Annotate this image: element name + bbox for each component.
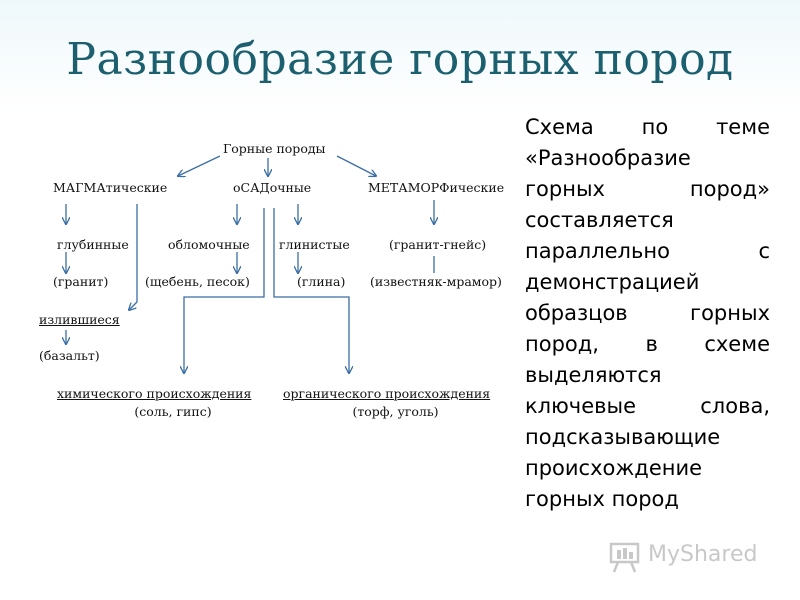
node-chemical: химического происхождения [57,386,252,401]
slide-title: Разнообразие горных пород [66,34,734,85]
node-organic-example: (торф, уголь) [352,404,439,419]
node-clastic: обломочные [168,237,250,252]
node-clastic-example: (щебень, песок) [145,274,250,289]
arrow-magmatic-effusive-tail [129,301,138,310]
node-magmatic: МАГМАтические [53,180,168,195]
node-sedimentary: оСАДочные [233,180,312,195]
node-organic: органического происхождения [283,386,491,401]
node-basalt-example: (базальт) [39,348,100,363]
node-metamorphic: МЕТАМОРФические [368,180,505,195]
node-deep: глубинные [57,237,129,252]
description-text: Схема по теме «Разнообразие горных пород… [525,115,770,511]
node-effusive: излившиеся [39,312,120,327]
node-rocks: Горные породы [223,141,326,156]
myshared-logo: MyShared [608,540,768,574]
arrow-sedimentary-chemical [184,208,265,373]
arrow-sedimentary-organic [273,208,349,373]
arrow-root-magmatic [178,155,221,176]
node-marble-example: (известняк-мрамор) [370,274,502,289]
arrow-root-metamorphic [336,155,376,176]
node-granite-example: (гранит) [53,274,109,289]
node-clay: глинистые [279,237,350,252]
node-gneiss: (гранит-гнейс) [389,237,487,252]
logo-text: MyShared [648,542,758,567]
title-band [0,0,800,110]
presentation-board-icon [609,542,640,573]
node-chemical-example: (соль, гипс) [134,404,212,419]
node-clay-example: (глина) [297,274,346,289]
